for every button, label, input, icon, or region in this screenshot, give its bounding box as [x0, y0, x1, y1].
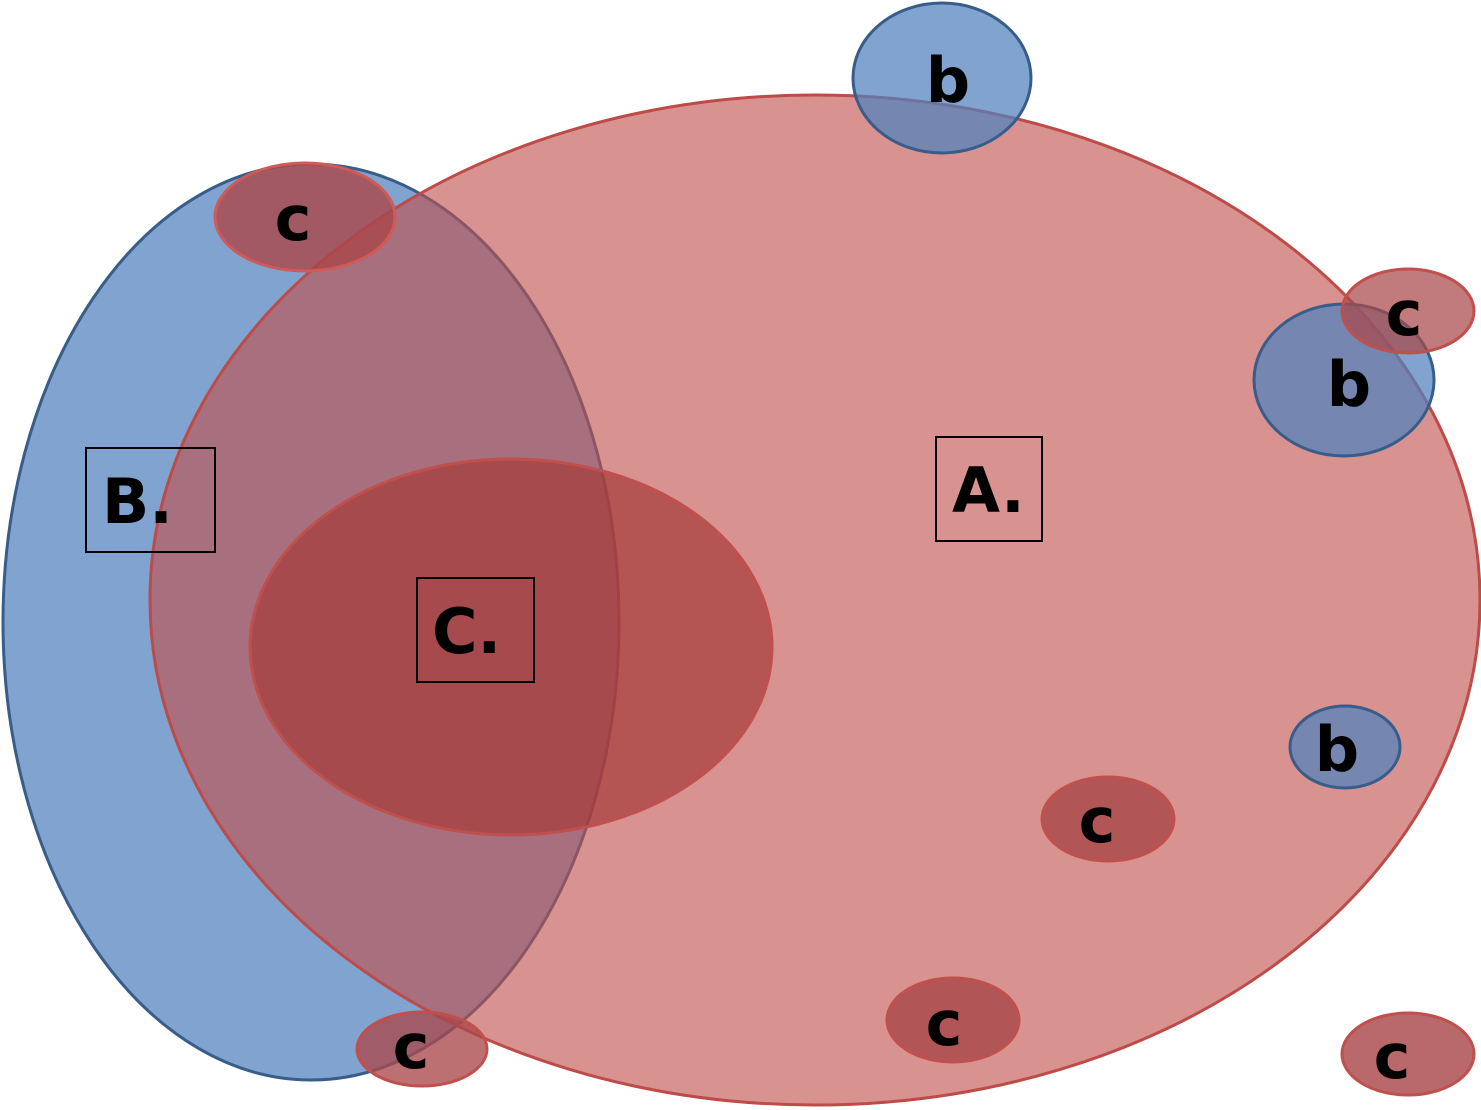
set-c-label-box [416, 577, 535, 683]
small-b-lower [1288, 704, 1402, 790]
small-b-right-label: b [1327, 348, 1371, 421]
small-b-lower-label: b [1315, 713, 1359, 786]
small-c-top-right-label: c [1386, 277, 1423, 350]
small-b-top [851, 1, 1033, 155]
small-c-bottom-left [355, 1010, 489, 1088]
set-a-label: A. [952, 454, 1025, 527]
set-c-ellipse [248, 457, 774, 837]
small-c-bottom-left-label: c [393, 1010, 430, 1083]
small-c-top-left-label: c [275, 182, 312, 255]
small-b-top-label: b [926, 44, 970, 117]
set-a-label-box [935, 436, 1043, 542]
small-c-top-left [213, 161, 397, 273]
set-c-label: C. [432, 595, 501, 668]
small-c-bottom-center [885, 976, 1021, 1064]
set-b-label: B. [102, 465, 173, 538]
set-b-label-box [85, 447, 216, 553]
small-c-bottom-right-label: c [1374, 1020, 1411, 1093]
small-c-bottom-right [1340, 1011, 1476, 1097]
small-c-top-right [1340, 267, 1476, 355]
small-c-middle-right [1040, 775, 1176, 863]
small-c-middle-right-label: c [1079, 784, 1116, 857]
small-c-bottom-center-label: c [926, 987, 963, 1060]
